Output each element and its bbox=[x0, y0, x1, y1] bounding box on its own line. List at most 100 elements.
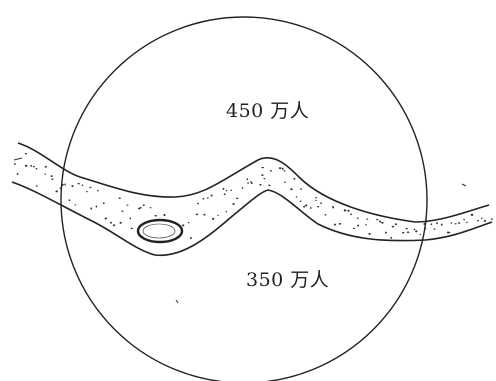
river-stipple-dot bbox=[366, 218, 369, 220]
river-stipple-dot bbox=[365, 224, 367, 226]
river-stipple-dot bbox=[195, 213, 199, 216]
river-stipple-dot bbox=[62, 183, 64, 186]
river-stipple-dot bbox=[385, 231, 387, 234]
river-stipple-dot bbox=[477, 219, 479, 222]
river-stipple-dot bbox=[269, 170, 272, 172]
river-stipple-dot bbox=[68, 199, 71, 202]
river-stipple-dot bbox=[137, 207, 141, 210]
river-stipple-dot bbox=[401, 231, 405, 234]
river-stipple-dot bbox=[64, 183, 66, 186]
river-stipple-dot bbox=[35, 168, 38, 170]
river-stipple-dot bbox=[24, 164, 28, 167]
river-stipple-dot bbox=[430, 223, 433, 226]
river-stipple-dot bbox=[210, 194, 213, 197]
river-stipple-dot bbox=[305, 204, 308, 207]
river-stipple-dot bbox=[379, 220, 381, 223]
river-stipple-dot bbox=[368, 232, 371, 235]
river-stipple-dot bbox=[104, 217, 108, 220]
river-stipple-dot bbox=[203, 213, 206, 216]
river-stipple-dot bbox=[71, 185, 74, 188]
river-stipple-dot bbox=[189, 236, 192, 240]
river-stipple-dot bbox=[405, 227, 408, 230]
river-stipple-dot bbox=[163, 213, 166, 217]
river-stipple-dot bbox=[261, 166, 264, 169]
river-stipple-dot bbox=[225, 189, 228, 192]
river-upper-bank bbox=[17, 142, 490, 223]
river-lower-bank bbox=[11, 181, 493, 257]
river-stipple-dot bbox=[90, 207, 93, 210]
river-stipple-dot bbox=[324, 213, 327, 216]
population-north-label: 450 万人 bbox=[226, 100, 310, 122]
river-stipple-dot bbox=[343, 209, 347, 212]
river-stipple-dot bbox=[470, 213, 474, 216]
river-stipple-dot bbox=[406, 231, 410, 233]
city-boundary-circle bbox=[60, 16, 428, 381]
river-stipple-dot bbox=[447, 231, 451, 234]
river-stipple-dot bbox=[295, 196, 298, 198]
river-stipple-dot bbox=[394, 223, 397, 226]
river-stipple-dot bbox=[413, 228, 416, 231]
river-stipple-dot bbox=[212, 217, 215, 220]
river-stipple-dot bbox=[121, 210, 124, 212]
river bbox=[11, 142, 493, 257]
river-stipple-dot bbox=[390, 236, 393, 239]
river-stipple-dot bbox=[357, 224, 360, 227]
river-stipple-dot bbox=[241, 187, 244, 189]
river-stipple-dot bbox=[424, 227, 427, 230]
river-stipple-dot bbox=[315, 199, 317, 202]
river-stipple-dot bbox=[16, 173, 19, 175]
river-stipple-dot bbox=[77, 183, 80, 185]
river-stipple-dot bbox=[81, 184, 84, 186]
river-stipple-dot bbox=[24, 153, 27, 155]
river-stipple-dot bbox=[139, 206, 142, 209]
river-stipple-dot bbox=[415, 230, 418, 233]
river-stipple-dot bbox=[310, 207, 312, 209]
river-stipple-dot bbox=[250, 180, 252, 183]
river-stipple-dot bbox=[458, 222, 461, 224]
river-stipple-dot bbox=[74, 204, 77, 206]
river-stipple-dot bbox=[217, 214, 219, 217]
river-stipple-dot bbox=[463, 218, 465, 221]
river-stipple-dot bbox=[44, 165, 47, 168]
river-stipple-dot bbox=[130, 227, 133, 230]
river-stipple-dot bbox=[338, 222, 342, 225]
river-stipple-dot bbox=[350, 213, 352, 216]
river-stipple-dot bbox=[149, 207, 152, 209]
river-stipple-dot bbox=[110, 221, 112, 224]
river-stipple-dot bbox=[433, 228, 436, 230]
river-stipple-dot bbox=[95, 205, 98, 208]
river-stipple-dot bbox=[278, 167, 282, 170]
river-stipple-dot bbox=[232, 202, 235, 205]
river-stipple-dot bbox=[206, 197, 209, 199]
river-stipple-dot bbox=[352, 227, 356, 230]
river-stipple-dot bbox=[268, 184, 271, 187]
river-stipple bbox=[13, 153, 493, 240]
river-stipple-dot bbox=[450, 222, 453, 224]
river-stipple-dot bbox=[483, 219, 487, 223]
river-stipple-dot bbox=[118, 197, 121, 199]
river-stipple-dot bbox=[230, 189, 232, 192]
river-stipple-dot bbox=[32, 165, 35, 168]
river-stipple-dot bbox=[259, 183, 262, 186]
river-stipple-dot bbox=[222, 187, 225, 190]
river-island bbox=[136, 218, 184, 244]
river-stipple-dot bbox=[440, 223, 443, 226]
river-stipple-dot bbox=[119, 221, 122, 224]
river-stipple-dot bbox=[225, 211, 228, 213]
river-stipple-dot bbox=[263, 177, 266, 180]
river-stipple-dot bbox=[35, 185, 38, 187]
river-stipple-dot bbox=[86, 191, 88, 193]
river-stipple-dot bbox=[436, 222, 438, 225]
river-stipple-dot bbox=[44, 173, 46, 175]
river-stipple-dot bbox=[113, 224, 116, 227]
river-stipple-dot bbox=[246, 178, 249, 181]
river-stipple-dot bbox=[299, 200, 302, 203]
river-stipple-dot bbox=[250, 182, 253, 185]
river-stipple-dot bbox=[303, 205, 306, 208]
river-stipple-dot bbox=[290, 188, 293, 191]
stray-marks bbox=[13, 157, 467, 304]
river-stipple-dot bbox=[283, 170, 286, 172]
river-stipple-dot bbox=[50, 175, 53, 178]
river-stipple-dot bbox=[281, 167, 284, 170]
